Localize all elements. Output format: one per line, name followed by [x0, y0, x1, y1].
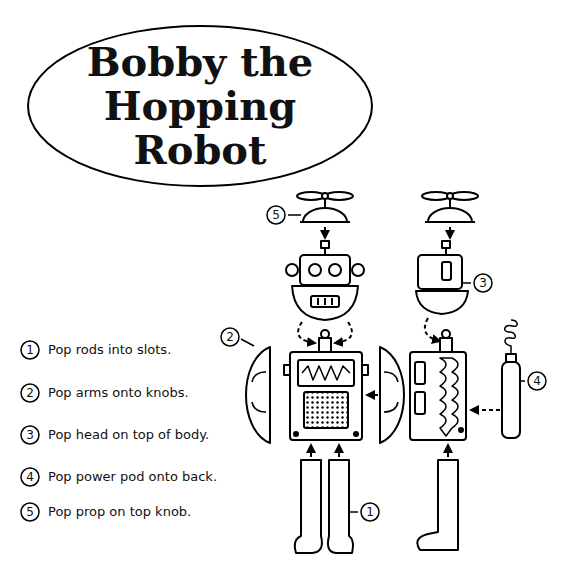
front-robot: [246, 192, 404, 553]
instruction-text: Pop power pod onto back.: [48, 468, 217, 486]
callout-number: 1: [360, 503, 380, 521]
callout-number: 2: [20, 384, 40, 402]
callout-number: 1: [20, 341, 40, 359]
instruction-text: Pop head on top of body.: [48, 426, 209, 444]
back-robot: [410, 192, 520, 550]
instruction-text: Pop rods into slots.: [48, 341, 171, 359]
callout-number: 5: [266, 206, 286, 224]
title-text: Bobby the Hopping Robot: [50, 40, 350, 172]
callout-number: 3: [20, 426, 40, 444]
title-ellipse: [28, 26, 372, 186]
callout-number: 2: [220, 328, 240, 346]
callout-number: 5: [20, 503, 40, 521]
callout-number: 3: [473, 274, 493, 292]
callout-number: 4: [527, 372, 547, 390]
instruction-text: Pop arms onto knobs.: [48, 384, 189, 402]
leader-lines: [241, 215, 525, 512]
callout-circles: [21, 206, 546, 521]
callout-number: 4: [20, 468, 40, 486]
instruction-text: Pop prop on top knob.: [48, 503, 191, 521]
